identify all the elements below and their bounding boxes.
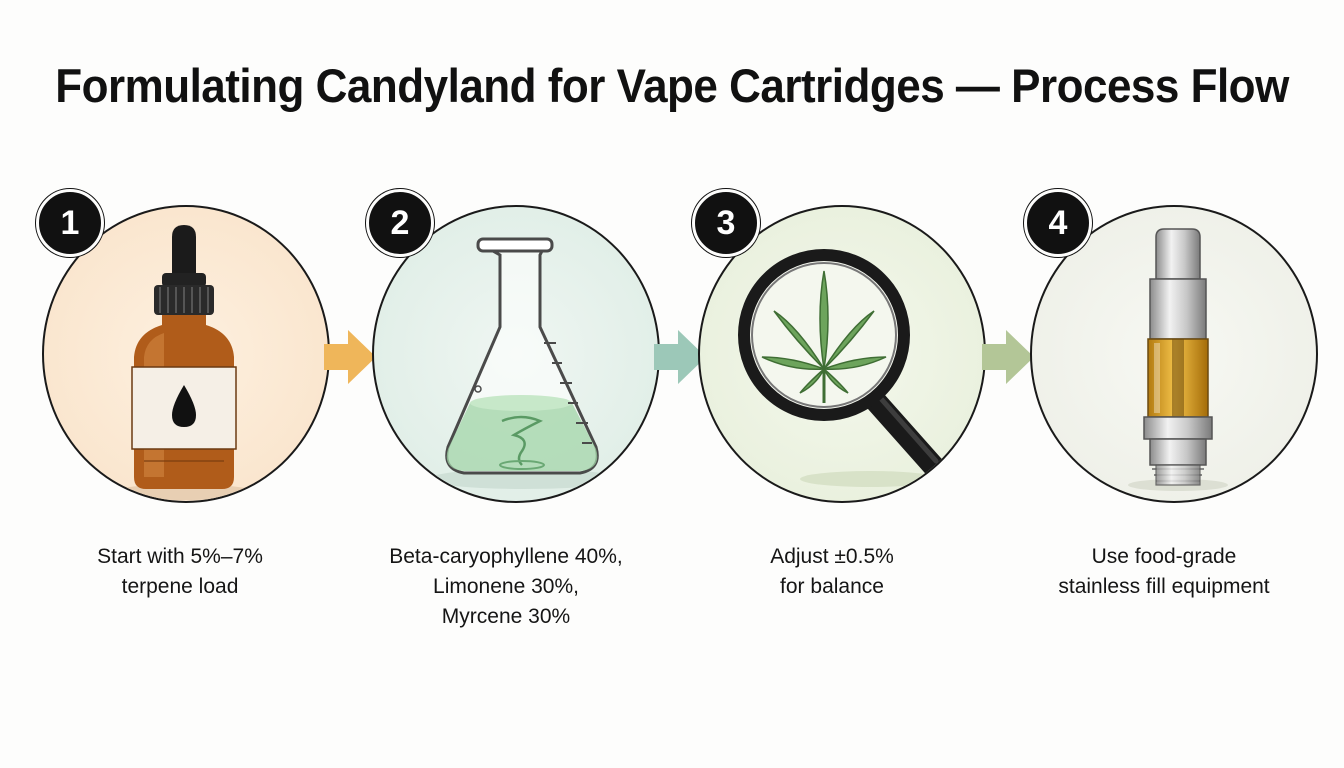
arrow-right-icon [982,330,1034,384]
step-4-circle [1030,205,1318,503]
dropper-bottle-icon [114,225,254,500]
step-3-caption: Adjust ±0.5% for balance [770,545,894,598]
step-1-number-badge: 1 [36,189,104,257]
step-2-circle [372,205,660,503]
step-3-number-badge: 3 [692,189,760,257]
step-3: 3 [692,189,988,505]
arrow-right-icon [324,330,376,384]
step-1-caption: Start with 5%–7% terpene load [97,545,263,598]
arrow-right-icon [654,330,706,384]
step-3-circle [698,205,986,503]
step-2: 2 [366,189,662,505]
step-4: 4 [1024,189,1320,505]
step-4-number-badge: 4 [1024,189,1092,257]
step-2-number-badge: 2 [366,189,434,257]
step-4-caption: Use food-grade stainless fill equipment [1058,545,1270,598]
step-1: 1 [36,189,332,505]
erlenmeyer-flask-icon [428,237,620,489]
page-title: Formulating Candyland for Vape Cartridge… [55,60,1289,113]
magnifier-cannabis-leaf-icon [738,249,947,487]
step-2-caption: Beta-caryophyllene 40%, Limonene 30%, My… [389,545,623,628]
vape-cartridge-icon [1128,228,1228,491]
step-1-circle [42,205,330,503]
